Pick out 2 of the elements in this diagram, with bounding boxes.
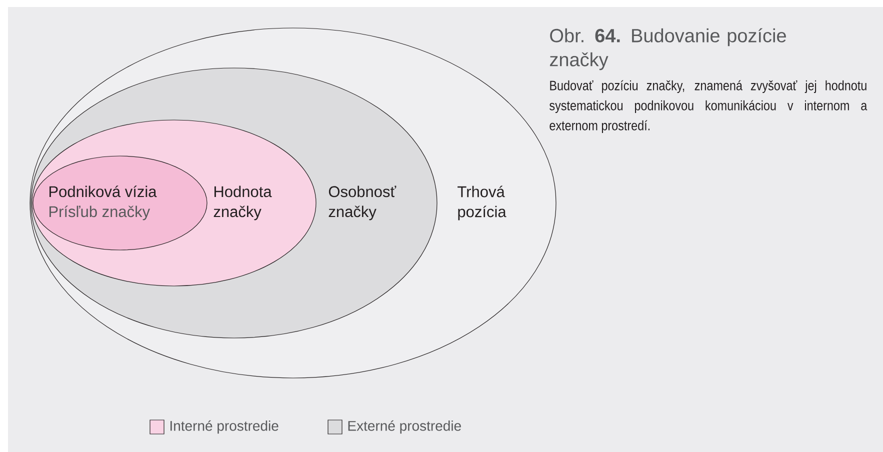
legend-label: Interné prostredie xyxy=(170,420,278,434)
legend-label: Externé prostredie xyxy=(348,420,461,434)
